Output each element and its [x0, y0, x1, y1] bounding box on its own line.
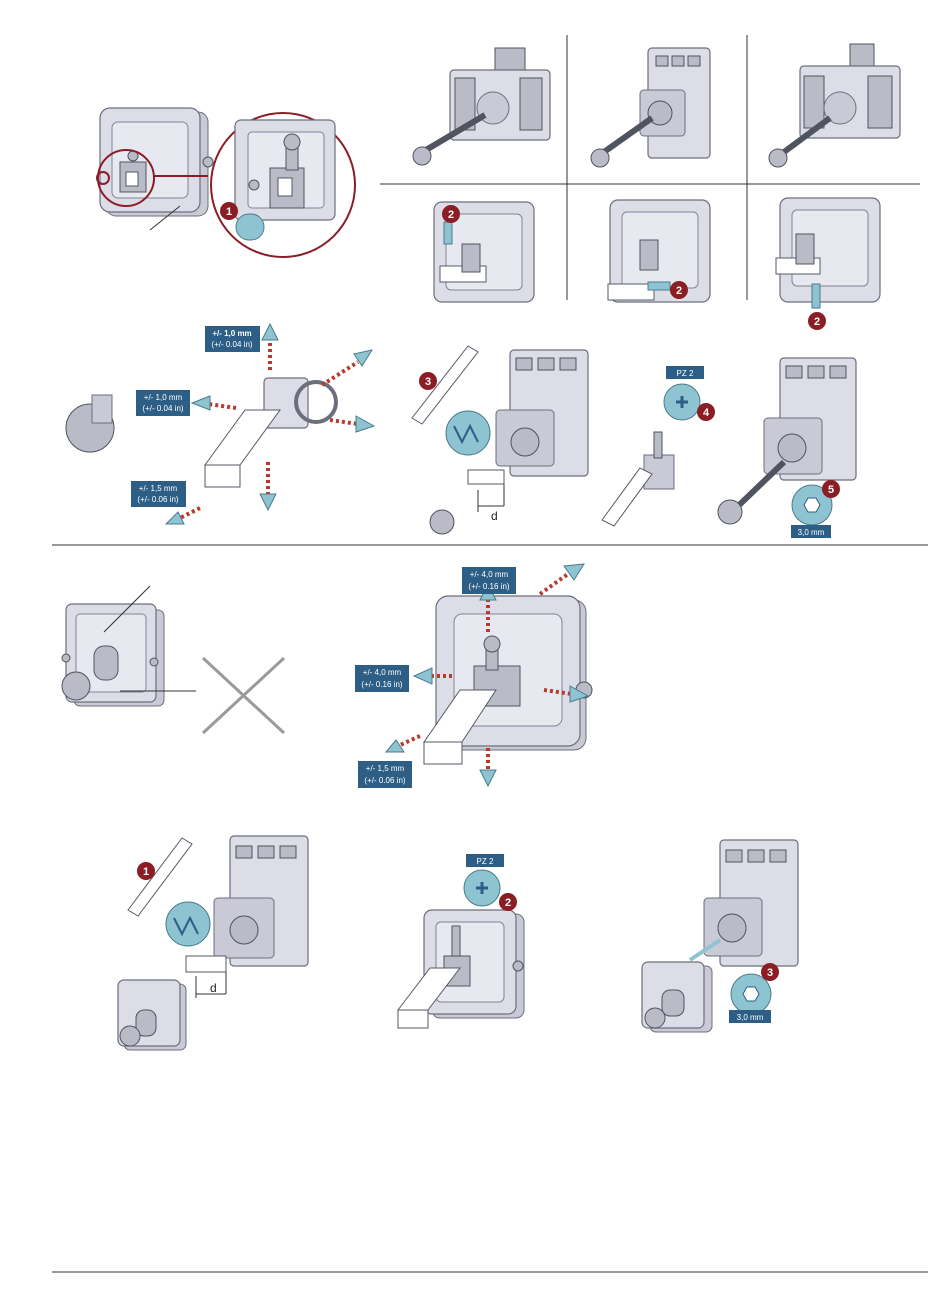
- tool-label-hex-mid: 3,0 mm: [791, 525, 831, 538]
- breaker-view-1: [413, 48, 550, 165]
- tolerance-label-b-up: +/- 4,0 mm (+/- 0.16 in): [462, 567, 516, 594]
- incorrect-mounting-illustration: [62, 586, 196, 706]
- tolerance-label-a-down: +/- 1,5 mm (+/- 0.06 in): [131, 481, 186, 507]
- svg-text:1: 1: [143, 866, 149, 878]
- svg-text:2: 2: [676, 285, 682, 297]
- svg-text:1: 1: [226, 206, 232, 218]
- tool-label-pz2-mid: PZ 2: [666, 366, 704, 379]
- step-badge-1-top: 1: [220, 202, 238, 220]
- svg-text:3: 3: [767, 967, 773, 979]
- step-badge-2-c: 2: [808, 312, 826, 330]
- svg-text:(+/- 0.06 in): (+/- 0.06 in): [364, 776, 405, 785]
- svg-text:2: 2: [505, 897, 511, 909]
- svg-text:2: 2: [448, 209, 454, 221]
- svg-text:(+/- 0.04 in): (+/- 0.04 in): [142, 404, 183, 413]
- frame-view-b: [608, 200, 710, 302]
- svg-text:3,0 mm: 3,0 mm: [798, 528, 825, 537]
- cutting-tool-illustration-mid: [412, 346, 490, 455]
- tolerance-diagram-a: [66, 324, 374, 524]
- breaker-view-2: [591, 48, 710, 167]
- svg-text:(+/- 0.06 in): (+/- 0.06 in): [137, 495, 178, 504]
- svg-text:(+/- 0.04 in): (+/- 0.04 in): [211, 340, 252, 349]
- svg-text:+/- 1,5 mm: +/- 1,5 mm: [139, 484, 178, 493]
- svg-text:(+/- 0.16 in): (+/- 0.16 in): [468, 582, 509, 591]
- svg-text:PZ 2: PZ 2: [477, 857, 494, 866]
- svg-text:+/- 1,0 mm: +/- 1,0 mm: [212, 329, 251, 338]
- svg-text:+/- 1,5 mm: +/- 1,5 mm: [366, 764, 405, 773]
- bottom-step3-illustration: [642, 840, 798, 1032]
- breaker-view-3: [769, 44, 900, 167]
- step-badge-2-bottom: 2: [499, 893, 517, 911]
- step-badge-3-mid: 3: [419, 372, 437, 390]
- tool-label-hex-bottom: 3,0 mm: [729, 1010, 771, 1023]
- svg-text:3,0 mm: 3,0 mm: [737, 1013, 764, 1022]
- frame-view-c: [776, 198, 880, 308]
- dimension-d-mid: d: [491, 509, 498, 523]
- svg-text:4: 4: [703, 407, 710, 419]
- tolerance-diagram-b: [386, 564, 592, 786]
- step-badge-5-mid: 5: [822, 480, 840, 498]
- step-badge-3-bottom: 3: [761, 963, 779, 981]
- breaker-mid-step5: [718, 358, 856, 525]
- svg-text:3: 3: [425, 376, 431, 388]
- tolerance-label-a-left: +/- 1,0 mm (+/- 0.04 in): [136, 390, 190, 416]
- svg-text:2: 2: [814, 316, 820, 328]
- tolerance-label-a-up: +/- 1,0 mm (+/- 0.04 in): [205, 326, 260, 352]
- svg-text:PZ 2: PZ 2: [677, 369, 694, 378]
- tolerance-label-b-down: +/- 1,5 mm (+/- 0.06 in): [358, 761, 412, 788]
- svg-text:+/- 4,0 mm: +/- 4,0 mm: [363, 668, 402, 677]
- svg-text:+/- 4,0 mm: +/- 4,0 mm: [470, 570, 509, 579]
- svg-text:(+/- 0.16 in): (+/- 0.16 in): [361, 680, 402, 689]
- step-badge-2-b: 2: [670, 281, 688, 299]
- front-panel-detail: [97, 108, 355, 257]
- svg-text:5: 5: [828, 484, 834, 496]
- step-badge-4-mid: 4: [697, 403, 715, 421]
- dimension-d-bottom: d: [210, 981, 217, 995]
- step-badge-2-a: 2: [442, 205, 460, 223]
- step-badge-1-bottom: 1: [137, 862, 155, 880]
- cross-mark-icon: [203, 658, 284, 733]
- tool-label-pz2-bottom: PZ 2: [466, 854, 504, 867]
- tolerance-label-b-left: +/- 4,0 mm (+/- 0.16 in): [355, 665, 409, 692]
- svg-text:+/- 1,0 mm: +/- 1,0 mm: [144, 393, 183, 402]
- screwdriver-step4: [602, 384, 700, 526]
